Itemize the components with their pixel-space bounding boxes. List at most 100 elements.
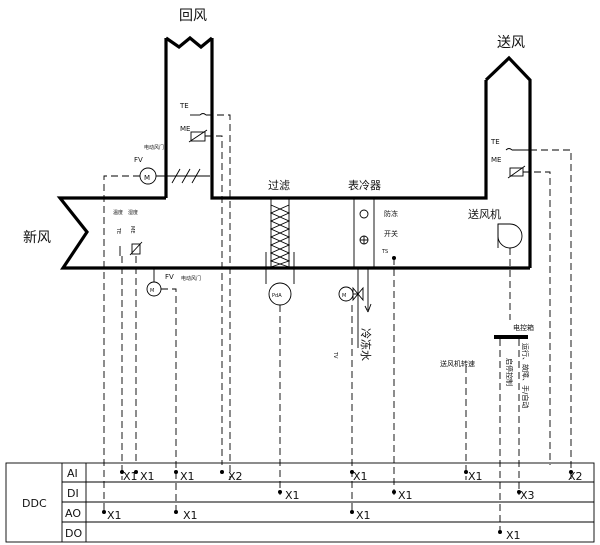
cold-water-label: 冷冻水 (359, 328, 373, 361)
ai-point-label: X1 (140, 470, 155, 483)
antifreeze-label-1: 防冻 (384, 209, 398, 218)
ai-point (220, 470, 224, 474)
supply-sensor-wire-b (523, 171, 551, 465)
ddc-title: DDC (22, 497, 47, 510)
damper-top-label: 电动风门 (144, 144, 164, 151)
pda-label: PdA (272, 293, 282, 299)
fv-bottom-wire (161, 288, 177, 513)
di-point-label: X1 (398, 489, 413, 502)
valve-motor-symbol: M (342, 293, 346, 299)
fresh-damper-actuator: FV 电动风门 M (146, 268, 201, 513)
supply-air-label: 送风 (497, 35, 525, 51)
di-point (517, 490, 521, 494)
motor-bottom-symbol: M (150, 288, 154, 294)
ai-point-label: X1 (353, 470, 368, 483)
supply-te-label: TE (490, 138, 500, 146)
temp-small-label: 温度 (113, 209, 123, 216)
tv-label: TV (332, 351, 338, 359)
di-point (392, 490, 396, 494)
fan-label: 送风机 (468, 207, 501, 221)
ai-point-label: X2 (568, 470, 583, 483)
di-point-label: X1 (285, 489, 300, 502)
ddc-frame (5, 462, 595, 543)
ts-label: TS (381, 249, 388, 255)
duct-top-wall (210, 38, 488, 200)
return-me-box (190, 131, 206, 142)
supply-me-slash (507, 165, 526, 179)
fv-top-label: FV (134, 156, 143, 164)
start-stop-label: 启停控制 (505, 358, 514, 386)
ao-point-label: X1 (356, 509, 371, 522)
ai-point-label: X1 (180, 470, 195, 483)
duct-left-and-bottom-wall (56, 196, 530, 270)
ao-point (350, 510, 354, 514)
valve-body (352, 286, 364, 302)
fv-bottom-label: FV (165, 273, 174, 281)
return-te-label: TE (179, 102, 189, 110)
ao-point-label: X1 (107, 509, 122, 522)
motor-top-symbol: M (144, 174, 150, 182)
antifreeze-switch: 防冻 开关 TS (381, 209, 398, 495)
ai-point (134, 470, 138, 474)
return-duct-zigzag-top (165, 35, 214, 50)
filter-label: 过滤 (268, 179, 290, 192)
damper-blade-3 (191, 168, 201, 184)
air-handling-duct (56, 35, 532, 270)
filter-box (270, 198, 290, 268)
ao-point (102, 510, 106, 514)
do-point (498, 530, 502, 534)
fresh-te-label: TE (115, 227, 121, 234)
ddc-row-di: DI (67, 487, 79, 500)
ao-point-label: X1 (183, 509, 198, 522)
ai-point-label: X1 (123, 470, 138, 483)
return-air-label: 回风 (179, 8, 207, 24)
cooler-box (353, 198, 375, 268)
di-point (278, 490, 282, 494)
control-box-bar (494, 335, 528, 339)
cooling-coil: M TV 冷冻水 (332, 198, 375, 513)
antifreeze-label-2: 开关 (384, 229, 398, 238)
fv-top-wire (103, 175, 140, 513)
fresh-me-box (131, 243, 141, 255)
fan-speed-label: 送风机转速 (440, 359, 475, 368)
return-sensor-wire-b (205, 135, 223, 465)
damper-bottom-label: 电动风门 (181, 275, 201, 282)
control-box-label: 电控箱 (513, 323, 534, 332)
return-damper-actuator: FV 电动风门 M (103, 144, 210, 513)
return-me-label: ME (180, 125, 190, 133)
fresh-air-label: 新风 (23, 230, 51, 246)
di-point-label: X3 (520, 489, 535, 502)
fresh-me-slash (129, 241, 143, 256)
ao-point (174, 510, 178, 514)
supply-fan (497, 223, 523, 320)
filter-zigzag-2 (269, 204, 291, 268)
ai-point (569, 470, 573, 474)
ai-point (174, 470, 178, 474)
cooler-label: 表冷器 (348, 178, 381, 192)
supply-air-sensor: TE ME (490, 138, 572, 480)
filter-zigzag (269, 204, 291, 268)
fresh-me-label: ME (129, 226, 135, 233)
supply-me-label: ME (491, 156, 501, 164)
ddc-row-ai: AI (67, 467, 78, 480)
cooler-circle-top (359, 209, 369, 219)
ddc-row-ao: AO (65, 507, 81, 520)
fresh-air-sensor: 温度 湿度 TE ME (113, 209, 143, 480)
filter-unit: PdA (265, 198, 295, 495)
return-air-sensor: TE ME (179, 102, 231, 480)
hum-small-label: 湿度 (128, 209, 138, 216)
ddc-table: DDC AI DI AO DO X1 X1 X1 X2 X1 X1 X2 X1 … (5, 462, 595, 543)
status-label: 运行、故障、手/自动 (521, 343, 530, 408)
ai-point-label: X2 (228, 470, 243, 483)
damper-blade-1 (171, 168, 181, 184)
ai-point-label: X1 (468, 470, 483, 483)
supply-sensor-wire-a (530, 149, 572, 480)
supply-te-probe-tip (505, 148, 513, 151)
return-sensor-wire-a (206, 114, 231, 480)
ai-point (120, 470, 124, 474)
fan-housing (497, 223, 523, 249)
fan-control: 送风机转速 电控箱 启停控制 运行、故障、手/自动 (440, 323, 534, 530)
damper-blade-2 (181, 168, 191, 184)
ai-point (350, 470, 354, 474)
